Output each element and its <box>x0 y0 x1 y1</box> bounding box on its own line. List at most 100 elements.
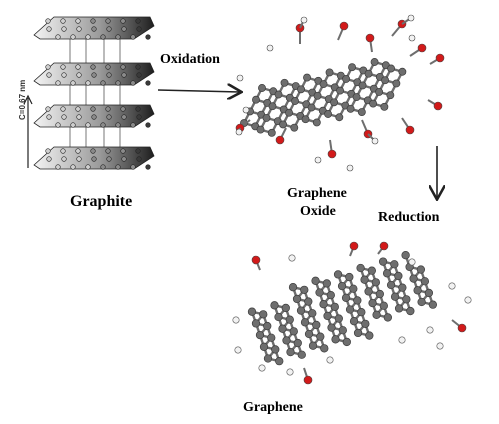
carbon-atom <box>267 333 276 342</box>
oxygen-atom <box>365 33 375 43</box>
carbon-atom <box>61 156 67 162</box>
graphene-model <box>232 241 472 385</box>
carbon-atom <box>106 114 112 120</box>
carbon-atom <box>326 291 335 300</box>
carbon-atom <box>356 263 365 273</box>
hydrogen-atom <box>314 156 322 164</box>
carbon-atom <box>323 311 332 321</box>
carbon-atom <box>312 320 321 330</box>
carbon-atom <box>136 114 142 120</box>
carbon-atom <box>278 324 287 333</box>
carbon-atom <box>75 148 81 154</box>
carbon-atom <box>368 298 377 308</box>
carbon-atom <box>76 26 82 32</box>
carbon-atom <box>364 69 373 78</box>
carbon-atom <box>288 283 298 292</box>
carbon-atom <box>60 148 66 154</box>
carbon-atom <box>100 34 106 40</box>
carbon-atom <box>345 305 355 314</box>
carbon-atom <box>130 34 136 40</box>
carbon-atom <box>121 114 127 120</box>
carbon-atom <box>100 122 106 128</box>
carbon-atom <box>120 18 126 24</box>
carbon-atom <box>136 156 142 162</box>
carbon-atom <box>358 81 367 90</box>
carbon-atom <box>379 301 388 310</box>
carbon-atom <box>334 314 343 323</box>
carbon-atom <box>297 85 305 94</box>
carbon-atom <box>304 329 314 339</box>
hydrogen-atom <box>346 164 354 172</box>
carbon-atom <box>342 74 351 83</box>
carbon-atom <box>76 72 82 78</box>
carbon-atom <box>292 294 302 304</box>
carbon-atom <box>115 34 121 40</box>
carbon-atom <box>330 98 339 107</box>
oxygen-atom <box>251 255 261 265</box>
carbon-atom <box>341 293 351 302</box>
carbon-atom <box>409 274 418 283</box>
graphene-oxide-label-line1: Graphene <box>287 186 347 201</box>
carbon-atom <box>312 118 321 127</box>
carbon-atom <box>342 337 351 347</box>
carbon-atom <box>105 18 111 24</box>
carbon-atom <box>375 87 384 96</box>
oxidation-label: Oxidation <box>160 52 220 67</box>
carbon-atom <box>301 115 310 124</box>
carbon-atom <box>251 319 261 328</box>
oxygen-atom <box>275 135 285 145</box>
carbon-atom <box>349 317 359 326</box>
carbon-atom <box>121 156 127 162</box>
carbon-atom <box>406 306 415 316</box>
carbon-atom <box>145 80 151 86</box>
carbon-atom <box>55 34 61 40</box>
carbon-atom <box>70 80 76 86</box>
carbon-atom <box>255 330 265 340</box>
carbon-atom <box>91 72 97 78</box>
carbon-atom <box>90 106 96 112</box>
hydrogen-atom <box>408 34 416 42</box>
hydrogen-atom <box>236 74 244 82</box>
carbon-atom <box>383 313 392 322</box>
carbon-atom <box>136 26 142 32</box>
carbon-atom <box>369 99 378 108</box>
carbon-atom <box>327 323 336 332</box>
carbon-atom <box>76 114 82 120</box>
carbon-atom <box>348 63 357 72</box>
oxygen-atom <box>379 241 389 251</box>
hydrogen-atom <box>266 44 274 52</box>
carbon-atom <box>121 26 127 32</box>
carbon-atom <box>346 104 355 113</box>
hydrogen-atom <box>258 364 266 372</box>
carbon-atom <box>130 80 136 86</box>
carbon-atom <box>322 279 331 288</box>
carbon-atom <box>320 344 329 353</box>
carbon-atom <box>286 347 295 357</box>
hydrogen-atom <box>288 254 296 262</box>
carbon-atom <box>360 275 369 284</box>
carbon-atom <box>130 164 136 170</box>
oxygen-atom <box>303 375 313 385</box>
carbon-atom <box>370 58 379 66</box>
carbon-atom <box>367 266 376 275</box>
carbon-atom <box>303 73 311 82</box>
carbon-atom <box>135 64 141 70</box>
carbon-atom <box>402 295 411 304</box>
graphene-oxide-model <box>235 14 445 172</box>
carbon-atom <box>304 297 313 306</box>
carbon-atom <box>307 103 316 112</box>
carbon-atom <box>330 302 339 312</box>
carbon-atom <box>100 164 106 170</box>
carbon-atom <box>85 34 91 40</box>
carbon-atom <box>392 79 401 88</box>
hydrogen-atom <box>407 14 415 22</box>
carbon-atom <box>135 18 141 24</box>
carbon-atom <box>357 308 366 317</box>
carbon-atom <box>75 106 81 112</box>
carbon-atom <box>371 278 380 287</box>
carbon-atom <box>361 319 370 329</box>
carbon-atom <box>372 310 381 319</box>
carbon-atom <box>296 306 306 315</box>
carbon-atom <box>45 18 51 24</box>
carbon-atom <box>357 108 366 117</box>
